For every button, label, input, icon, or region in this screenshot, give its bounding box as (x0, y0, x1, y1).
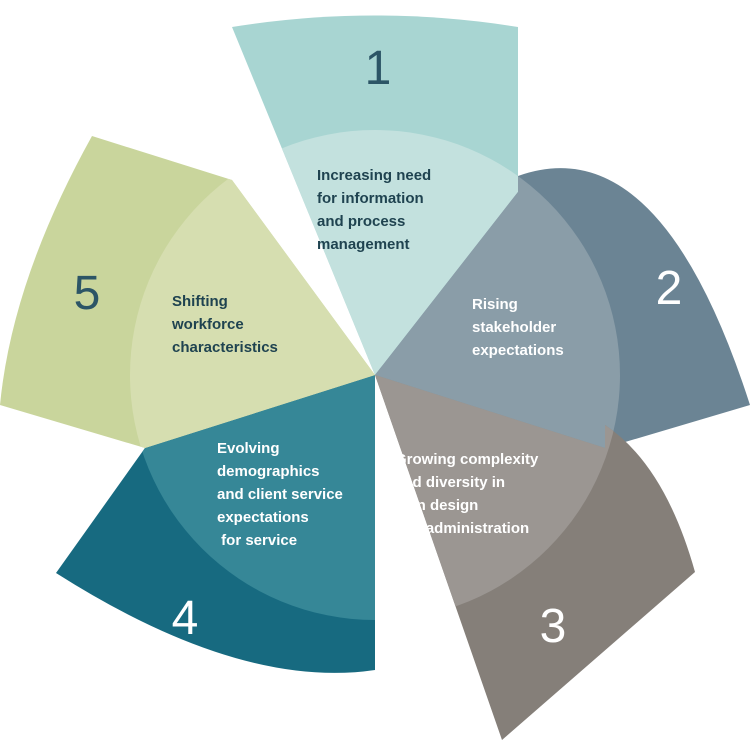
segment-2-label: Rising stakeholder expectations (472, 296, 564, 359)
segment-2: 2 Rising stakeholder expectations (375, 168, 750, 448)
segment-1-label-line: for information (317, 190, 424, 207)
segment-5-label-line: characteristics (172, 339, 278, 356)
segment-1: 1 Increasing need for information and pr… (232, 15, 518, 375)
segment-5-number: 5 (74, 267, 101, 320)
segment-4: 4 Evolving demographics and client servi… (56, 375, 375, 673)
segment-4-label-line: expectations (217, 509, 309, 526)
segment-3-label-line: Growing complexity (395, 451, 539, 468)
segment-4-label-line: Evolving (217, 440, 280, 457)
segment-2-label-line: stakeholder (472, 319, 556, 336)
segment-1-number: 1 (365, 42, 392, 95)
segment-3-label-line: and administration (395, 520, 529, 537)
segment-5-label: Shifting workforce characteristics (171, 293, 278, 356)
segment-2-label-line: Rising (472, 296, 518, 313)
segment-4-label-line: for service (217, 532, 297, 549)
segment-2-inner-wedge (375, 168, 620, 448)
segment-5-label-line: workforce (171, 316, 244, 333)
segment-1-label-line: Increasing need (317, 167, 431, 184)
segment-3-number: 3 (540, 600, 567, 653)
segment-4-label-line: demographics (217, 463, 320, 480)
segment-5-inner-wedge (130, 136, 375, 448)
segment-1-label-line: and process (317, 213, 405, 230)
segment-3-label-line: plan design (395, 497, 478, 514)
segment-4-label-line: and client service (217, 486, 343, 503)
segment-5-label-line: Shifting (172, 293, 228, 310)
segment-3-label: Growing complexity and diversity in plan… (395, 451, 543, 537)
segment-3: 3 Growing complexity and diversity in pl… (375, 375, 695, 740)
segment-4-number: 4 (172, 592, 199, 645)
segment-1-inner-wedge (232, 130, 518, 375)
segment-2-number: 2 (656, 262, 683, 315)
segment-5: 5 Shifting workforce characteristics (0, 136, 375, 448)
segment-3-label-line: and diversity in (395, 474, 505, 491)
segment-1-label-line: management (317, 236, 410, 253)
segment-2-label-line: expectations (472, 342, 564, 359)
segment-1-label: Increasing need for information and proc… (317, 167, 435, 253)
segment-4-label: Evolving demographics and client service… (217, 440, 347, 549)
